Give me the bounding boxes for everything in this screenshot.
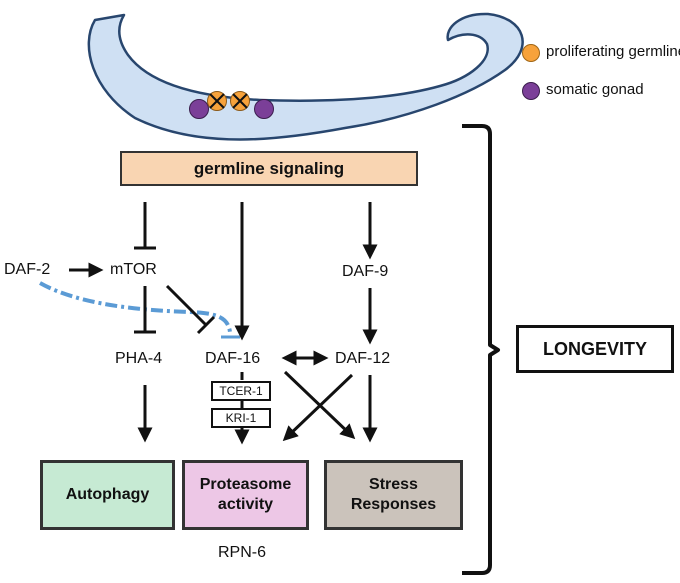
- pha4-label: PHA-4: [115, 350, 163, 367]
- somatic-gonad-cell: [254, 99, 274, 119]
- tcer1-box: TCER-1: [211, 381, 271, 401]
- kri1-label: KRI-1: [225, 411, 257, 425]
- somatic-legend-label: somatic gonad: [546, 81, 644, 98]
- daf9-label: DAF-9: [342, 263, 389, 280]
- daf12-to-proteasome-arrow: [282, 373, 354, 442]
- germline-signaling-box: germline signaling: [120, 151, 418, 186]
- worm-illustration: [87, 12, 524, 141]
- somatic-gonad-cell: [189, 99, 209, 119]
- autophagy-box: Autophagy: [40, 460, 175, 530]
- rpn6-label: RPN-6: [218, 544, 267, 561]
- germline-legend-label: proliferating germline: [546, 43, 680, 60]
- autophagy-label: Autophagy: [65, 486, 150, 503]
- germline-legend-dot: [522, 44, 540, 62]
- daf2-to-daf16-dashed-link: [39, 281, 232, 333]
- somatic-legend-dot: [522, 82, 540, 100]
- longevity-box: LONGEVITY: [516, 325, 674, 373]
- stress-label-line1: Stress: [369, 476, 418, 493]
- mtor-label: mTOR: [110, 261, 157, 278]
- ablation-cross-icon: [209, 93, 248, 109]
- longevity-label: LONGEVITY: [542, 338, 647, 359]
- daf16-label: DAF-16: [205, 350, 261, 367]
- daf2-label: DAF-2: [4, 261, 51, 278]
- proteasome-label-line2: activity: [217, 496, 274, 513]
- stress-label-line2: Responses: [350, 496, 437, 513]
- tcer1-label: TCER-1: [219, 384, 263, 398]
- daf16-to-stress-arrow: [283, 370, 356, 440]
- proteasome-label-line1: Proteasome: [199, 476, 292, 493]
- germline-signaling-label: germline signaling: [193, 158, 345, 178]
- daf16-inhibition-bar: [196, 315, 216, 335]
- longevity-bracket: [462, 124, 500, 575]
- kri1-box: KRI-1: [211, 408, 271, 428]
- mtor-to-daf16-inhibition: [165, 284, 208, 327]
- proteasome-activity-box: Proteasome activity: [182, 460, 309, 530]
- daf12-label: DAF-12: [335, 350, 391, 367]
- stress-responses-box: Stress Responses: [324, 460, 463, 530]
